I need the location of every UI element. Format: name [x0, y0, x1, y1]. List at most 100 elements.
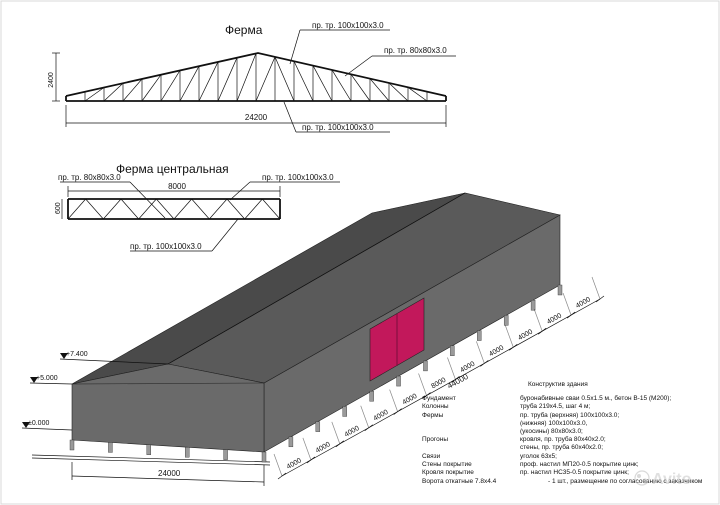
foundation-pile: [288, 436, 294, 448]
central-truss-webs: [67, 198, 281, 220]
spec-row-name: Колонны: [422, 403, 449, 410]
main-truss-label-top: пр. тр. 100х100х3.0: [312, 21, 384, 30]
foundation-piles: [69, 284, 563, 463]
main-truss-label-bottom: пр. тр. 100х100х3.0: [302, 123, 374, 132]
spec-table: Конструктив здания Фундамент буронабивные…: [422, 381, 703, 485]
main-truss-height: 2400: [48, 72, 55, 88]
spec-row-value: (нижняя) 100х100х3.0,: [520, 420, 588, 427]
central-truss: Ферма центральная 8000 600 пр. тр. 80х80…: [55, 162, 340, 252]
spec-row-value: стены, пр. труба 60х40х2.0;: [520, 443, 603, 451]
foundation-pile: [69, 439, 75, 451]
foundation-pile: [557, 284, 563, 296]
truss-diagonal: [331, 69, 352, 102]
central-truss-diagonal: [156, 198, 175, 220]
spec-row-value: проф. настил МП20-0.5 покрытие цинк;: [520, 461, 639, 468]
spec-row-name: Фундамент: [422, 395, 456, 402]
foundation-pile: [146, 444, 152, 455]
foundation-pile: [477, 330, 482, 341]
main-truss-title: Ферма: [225, 23, 263, 37]
level-ground-marker: ±0.000: [21, 420, 73, 431]
truss-diagonal: [388, 82, 409, 102]
spec-row-value: (укосины) 80х80х3.0;: [520, 428, 583, 435]
gable-end-wall: [71, 363, 265, 453]
foundation-pile: [261, 451, 267, 463]
main-truss-webs: [84, 53, 428, 102]
level-ground: ±0.000: [28, 420, 49, 427]
central-truss-label-top: пр. тр. 100х100х3.0: [262, 173, 334, 182]
central-truss-diagonal: [138, 198, 157, 220]
ground-line: [31, 454, 271, 463]
central-truss-diagonal: [191, 198, 210, 220]
central-truss-diagonal: [209, 198, 228, 220]
spec-row-value: кровля, пр. труба 80х40х2.0;: [520, 435, 606, 443]
main-truss-top-chord: [65, 52, 447, 97]
truss-diagonal: [217, 57, 238, 102]
truss-diagonal: [407, 87, 428, 102]
central-truss-diagonal: [262, 198, 281, 220]
foundation-pile: [223, 449, 228, 460]
truss-diagonal: [160, 70, 181, 102]
central-truss-diagonal: [103, 198, 122, 220]
truss-diagonal: [198, 61, 219, 102]
foundation-pile: [396, 375, 401, 387]
central-truss-diagonal: [120, 198, 139, 220]
truss-diagonal: [312, 65, 333, 102]
level-eave: +5.000: [36, 375, 58, 382]
truss-diagonal: [84, 87, 105, 102]
foundation-pile: [369, 391, 374, 402]
foundation-pile: [315, 421, 321, 432]
foundation-pile: [342, 406, 347, 417]
roof-ridge: [167, 192, 466, 365]
building-width: 24000: [158, 469, 181, 478]
spec-row-name: Стены покрытие: [422, 461, 472, 468]
spec-row-name: Кровля покрытие: [422, 469, 474, 476]
truss-diagonal: [293, 61, 314, 102]
spec-row-value: труба 219х4.5, шаг 4 м;: [520, 402, 590, 410]
bay-dim-line: [281, 298, 601, 477]
main-truss-span: 24200: [245, 113, 268, 122]
spec-row-name: Фермы: [422, 412, 444, 419]
central-truss-diagonal: [85, 198, 104, 220]
spec-row-value: - 1 шт., размещение по согласованию с за…: [548, 478, 703, 485]
central-truss-diagonal: [67, 198, 86, 220]
watermark: Avito: [634, 470, 692, 488]
foundation-pile: [184, 447, 190, 458]
foundation-pile: [503, 315, 509, 326]
central-truss-height: 600: [55, 202, 62, 214]
truss-diagonal: [103, 82, 124, 102]
truss-diagonal: [369, 78, 390, 102]
watermark-text: Avito: [652, 471, 692, 488]
main-truss: Ферма 2400 24200 пр. тр. 100х100х3.0 пр.…: [48, 21, 456, 133]
spec-row-value: пр. труба (верхняя) 100х100х3.0;: [520, 411, 619, 419]
spec-row-name: Связи: [422, 453, 441, 460]
spec-row-value: буронабивные сваи 0.5х1.5 м., бетон В-15…: [520, 394, 671, 402]
truss-diagonal: [179, 66, 200, 102]
truss-diagonal: [255, 56, 276, 102]
level-eave-marker: +5.000: [29, 375, 73, 385]
spec-title: Конструктив здания: [528, 381, 588, 388]
spec-row-value: уголок 63х5;: [520, 453, 557, 460]
central-truss-diagonal: [173, 198, 192, 220]
foundation-pile: [108, 442, 113, 453]
truss-diagonal: [274, 56, 295, 102]
spec-row-value: пр. настил НС35-0.5 покрытие цинк;: [520, 469, 629, 476]
building-width-dim: [71, 475, 265, 483]
building-length: 44000: [446, 372, 470, 391]
foundation-pile: [530, 299, 536, 311]
central-truss-diagonal: [226, 198, 245, 220]
foundation-pile: [423, 360, 428, 372]
main-truss-label-web: пр. тр. 80х80х3.0: [384, 46, 447, 55]
central-truss-label-web: пр. тр. 80х80х3.0: [58, 173, 121, 182]
building-isometric: 4000400040004000400080004000400040004000…: [21, 192, 605, 486]
level-ridge: +7.400: [66, 351, 88, 358]
central-truss-label-bottom: пр. тр. 100х100х3.0: [130, 242, 202, 251]
central-truss-diagonal: [244, 198, 263, 220]
truss-diagonal: [141, 74, 162, 102]
truss-diagonal: [350, 74, 371, 102]
level-ridge-marker: +7.400: [59, 351, 169, 365]
spec-row-name: Ворота откатные 7.8х4.4: [422, 478, 497, 485]
central-truss-length: 8000: [168, 182, 186, 191]
